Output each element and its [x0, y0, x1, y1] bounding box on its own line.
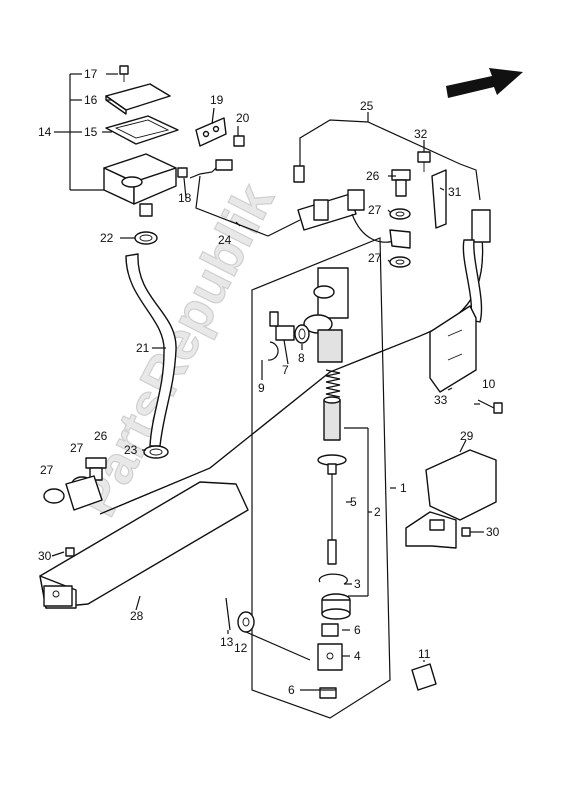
- callout-labels: 17 16 14 15 19 20 18 22 24 25 32 26 31 2…: [38, 67, 500, 697]
- callout-24: 24: [218, 233, 232, 247]
- callout-19: 19: [210, 93, 224, 107]
- reservoir-connector-7: [269, 311, 295, 341]
- piston: [323, 396, 341, 441]
- callout-29: 29: [460, 429, 474, 443]
- brake-pipe-25: [293, 112, 481, 201]
- clevis-4: [317, 643, 343, 671]
- brake-switch: [297, 189, 365, 231]
- callout-3: 3: [354, 577, 361, 591]
- brake-hose: [99, 209, 491, 515]
- callout-28: 28: [130, 609, 144, 623]
- clevis-pin-11: [411, 663, 437, 691]
- callout-22: 22: [100, 231, 114, 245]
- master-cylinder-body: [303, 267, 349, 363]
- callout-4: 4: [354, 649, 361, 663]
- washer-27-c: [43, 488, 65, 504]
- screw-30-right: [461, 527, 471, 537]
- push-rod-5: [317, 454, 347, 565]
- callout-27-c: 27: [70, 441, 84, 455]
- hose-bracket-31: [431, 169, 447, 229]
- callout-7: 7: [282, 363, 289, 377]
- spring: [325, 369, 341, 398]
- callout-21: 21: [136, 341, 150, 355]
- nut-6-bottom: [319, 687, 337, 699]
- callout-8: 8: [298, 351, 305, 365]
- callout-10: 10: [482, 377, 496, 391]
- bolt-10: [477, 399, 503, 414]
- callout-15: 15: [84, 125, 98, 139]
- banjo-bolt-26-top: [391, 169, 411, 197]
- front-arrow-icon: [446, 68, 523, 98]
- callout-27-b: 27: [368, 251, 382, 265]
- hose-clamp-22: [134, 231, 158, 245]
- callout-11: 11: [418, 647, 431, 661]
- circlip-9: [267, 341, 279, 361]
- reservoir-body: [103, 153, 177, 217]
- cotter-pin-13: [225, 597, 231, 631]
- callout-26-top: 26: [366, 169, 380, 183]
- callout-23: 23: [124, 443, 138, 457]
- callout-5: 5: [350, 495, 357, 509]
- callout-6-bottom: 6: [288, 683, 295, 697]
- nut-6-top: [321, 623, 339, 637]
- washer-27-b: [389, 256, 411, 268]
- callout-30-left: 30: [38, 549, 52, 563]
- washer-27-a: [389, 208, 411, 220]
- callout-32: 32: [414, 127, 428, 141]
- callout-27-d: 27: [40, 463, 54, 477]
- reservoir-diaphragm: [105, 115, 179, 145]
- leaders-main: [51, 140, 484, 691]
- circlip-3: [318, 573, 348, 585]
- callout-18: 18: [178, 191, 192, 205]
- callout-30-right: 30: [486, 525, 500, 539]
- callout-2: 2: [374, 505, 381, 519]
- reservoir-screw-18: [177, 167, 188, 178]
- brake-pipe-24: [189, 159, 301, 237]
- callout-1: 1: [400, 481, 407, 495]
- callout-17: 17: [84, 67, 98, 81]
- callout-20: 20: [236, 111, 250, 125]
- callout-25: 25: [360, 99, 374, 113]
- callout-13: 13: [220, 635, 234, 649]
- hose-guard-33: [429, 305, 477, 393]
- o-ring-8: [294, 324, 310, 344]
- reservoir-hose: [125, 253, 177, 447]
- callout-6-top: 6: [354, 623, 361, 637]
- callout-31: 31: [448, 185, 462, 199]
- bracket-bolt: [233, 135, 245, 147]
- hose-clamp-23: [143, 445, 169, 459]
- callout-16: 16: [84, 93, 98, 107]
- reservoir-bracket: [195, 117, 227, 147]
- bolt-32: [417, 151, 431, 172]
- reservoir-cap: [105, 83, 171, 115]
- callout-27-a: 27: [368, 203, 382, 217]
- reservoir-cap-screw: [119, 65, 129, 82]
- switch-hose: [351, 213, 411, 249]
- boot: [321, 593, 351, 620]
- screw-30-left: [65, 547, 75, 557]
- leaders-reservoir: [54, 73, 239, 239]
- washer-12: [237, 611, 255, 633]
- callout-33: 33: [434, 393, 448, 407]
- hose-fitting-lower: [65, 475, 103, 511]
- callout-14: 14: [38, 125, 52, 139]
- hose-cover-28: [39, 481, 249, 609]
- callout-12: 12: [234, 641, 248, 655]
- cover-29: [405, 449, 497, 549]
- callout-9: 9: [258, 381, 265, 395]
- callout-26-left: 26: [94, 429, 108, 443]
